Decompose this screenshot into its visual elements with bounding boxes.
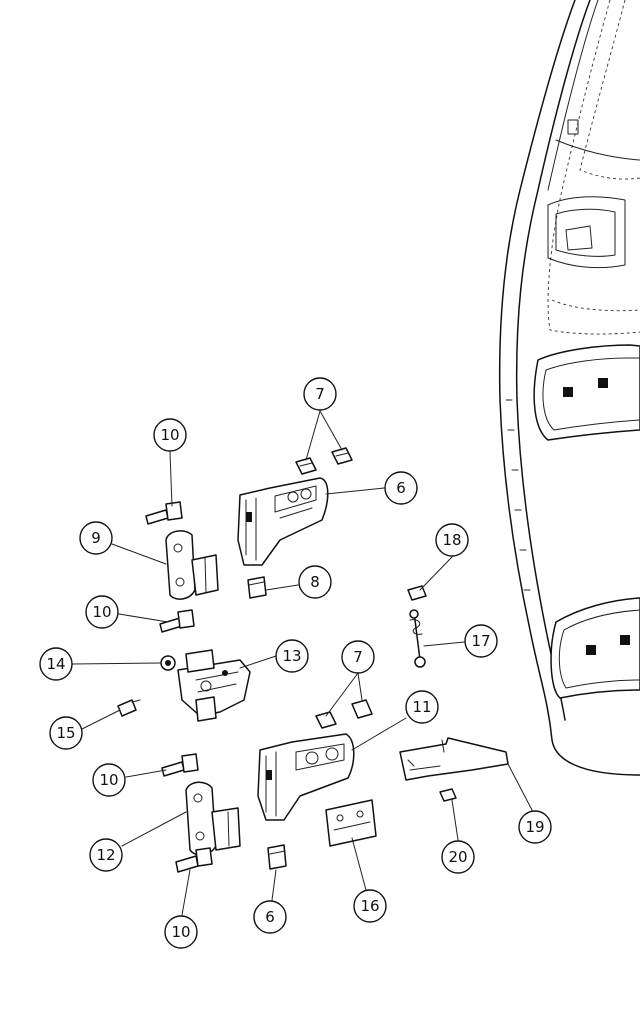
callout-label: 15 [56,724,75,742]
callout-7-lower: 7 [341,640,375,674]
bolt-7-lower-right [351,699,373,719]
bolt-10-second [159,609,195,633]
callout-label: 13 [282,647,301,665]
callout-10-bottom: 10 [164,915,198,949]
callout-17: 17 [464,624,498,658]
lower-hinge-door-half [257,733,355,821]
callout-label: 10 [171,923,190,941]
callout-label: 6 [265,908,275,926]
shim-plate-16 [325,799,377,847]
callout-label: 10 [92,603,111,621]
callout-label: 7 [353,648,363,666]
callout-14: 14 [39,647,73,681]
bolt-7-upper-left [295,457,317,475]
callout-label: 10 [160,426,179,444]
callout-10-upper: 10 [153,418,187,452]
lower-hinge-body-half [185,781,241,856]
nut-14 [160,655,176,671]
callout-label: 8 [310,573,320,591]
callout-10-second: 10 [85,595,119,629]
callout-label: 6 [396,479,406,497]
callout-12: 12 [89,838,123,872]
callout-11: 11 [405,690,439,724]
callout-16: 16 [353,889,387,923]
callout-13: 13 [275,639,309,673]
hinge-pin-6-lower [267,844,287,870]
bolt-10-bottom [175,847,213,873]
callout-label: 19 [525,818,544,836]
callout-label: 12 [96,846,115,864]
upper-hinge-body-half [165,530,219,600]
bolt-15 [117,699,141,717]
callout-label: 16 [360,897,379,915]
upper-hinge-door-half [237,477,329,566]
door-check-13 [177,649,251,722]
leader-lines [71,410,533,916]
bolt-10-third [161,753,199,777]
screw-18 [407,585,427,601]
screw-20 [439,788,457,802]
bracket-19 [399,737,509,781]
callout-label: 20 [448,848,467,866]
callout-15: 15 [49,716,83,750]
door-panel [498,0,640,776]
callout-label: 11 [412,698,431,716]
callout-10-third: 10 [92,763,126,797]
callout-6-lower: 6 [253,900,287,934]
callout-label: 17 [471,632,490,650]
callout-label: 18 [442,531,461,549]
callout-20: 20 [441,840,475,874]
callout-7-upper: 7 [303,377,337,411]
callout-8: 8 [298,565,332,599]
callout-19: 19 [518,810,552,844]
bolt-7-lower-left [315,711,337,729]
spring-rod-17 [409,609,426,668]
callout-6-upper: 6 [384,471,418,505]
callout-label: 9 [91,529,101,547]
callout-9: 9 [79,521,113,555]
callout-18: 18 [435,523,469,557]
callout-label: 10 [99,771,118,789]
hinge-pin-8 [247,576,267,599]
callout-label: 14 [46,655,65,673]
bolt-10-upper [145,501,183,525]
callout-label: 7 [315,385,325,403]
